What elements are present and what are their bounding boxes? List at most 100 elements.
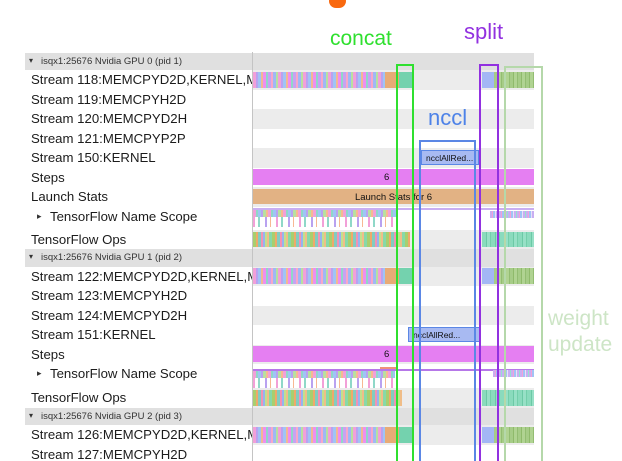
ops-bar[interactable] [253,231,410,247]
timeline-row: Steps 6 [0,344,622,364]
name-scope-right-events[interactable] [490,211,534,218]
teal-kernel-bar[interactable] [399,268,414,284]
teal-kernel-bar[interactable] [399,426,414,443]
row-track [252,305,534,325]
timeline-row: Stream 122:MEMCPYD2D,KERNEL,MI [0,266,622,286]
name-scope-tick-events [253,378,395,388]
timeline-row: Stream 127:MEMCPYH2D [0,444,622,461]
row-label: Steps [31,169,65,185]
row-label: Launch Stats [31,189,108,204]
collapse-triangle-icon[interactable]: ▾ [29,252,34,261]
collapse-triangle-icon[interactable]: ▾ [29,410,34,420]
timeline-row: Stream 120:MEMCPYD2H [0,109,622,129]
row-track [252,128,534,148]
nccl-allreduce-label: ncclAllRed... [426,153,474,163]
row-label: Stream 121:MEMCPYP2P [31,130,186,146]
orange-kernel-bar[interactable] [385,71,399,88]
timeline-row: TensorFlow Ops [0,388,622,408]
row-label: TensorFlow Ops [31,390,127,405]
timeline-row: Steps 6 [0,167,622,187]
row-label: Stream 123:MEMCPYH2D [31,288,188,303]
timeline-row: Stream 118:MEMCPYD2D,KERNEL,ME [0,70,622,90]
blue-kernel-bar[interactable] [482,71,494,88]
orange-kernel-bar[interactable] [385,268,399,284]
timeline-row: ▸ TensorFlow Name Scope [0,364,622,388]
launch-stats-label: Launch Stats for 6 [354,191,433,203]
timeline-row: Stream 119:MEMCPYH2D [0,89,622,109]
weight-update-line1: weight [548,307,609,330]
busy-bar[interactable] [253,426,385,443]
timeline-row: ▸ TensorFlow Name Scope [0,206,622,230]
name-scope-dense-events [253,210,396,217]
process-group-label: isqx1:25676 Nvidia GPU 0 (pid 1) [41,55,182,67]
ops-weight-update-bar[interactable] [482,390,534,406]
timeline-row: Stream 121:MEMCPYP2P [0,128,622,148]
row-track [252,286,534,306]
name-scope-right-events[interactable] [493,369,534,377]
name-scope-bar[interactable] [253,371,395,388]
orange-kernel-bar[interactable] [385,426,399,443]
row-label: Stream 126:MEMCPYD2D,KERNEL,MI [31,427,252,442]
row-label: Stream 151:KERNEL [31,327,156,342]
step-number-label: 6 [384,349,390,360]
busy-bar[interactable] [253,268,385,284]
teal-kernel-bar[interactable] [399,71,414,88]
row-track [252,89,534,109]
name-scope-bar[interactable] [253,210,396,227]
weight-update-annotation-label: weight update [548,306,612,358]
name-scope-span-bar[interactable] [253,207,534,210]
collapse-triangle-icon[interactable]: ▾ [29,55,34,65]
busy-bar[interactable] [253,71,385,88]
process-group-label: isqx1:25676 Nvidia GPU 1 (pid 2) [41,252,182,263]
name-scope-tick-events [253,217,396,227]
concat-annotation-box [396,64,414,461]
timeline-row: Stream 151:KERNEL ncclAllRed... [0,325,622,345]
ops-bar[interactable] [253,390,402,406]
row-label: Stream 120:MEMCPYD2H [31,111,188,126]
ops-weight-update-bar[interactable] [482,231,534,247]
sidebar-trace-splitter[interactable] [252,52,253,461]
row-label: TensorFlow Name Scope [50,208,198,224]
timeline-row: Stream 124:MEMCPYD2H [0,305,622,325]
step-number-label: 6 [384,172,390,183]
expand-triangle-icon[interactable]: ▸ [37,210,42,221]
blue-kernel-bar[interactable] [482,268,494,284]
row-track [252,444,534,461]
process-group-label: isqx1:25676 Nvidia GPU 2 (pid 3) [41,410,182,422]
row-track [252,109,534,129]
process-group-header[interactable]: ▾ isqx1:25676 Nvidia GPU 1 (pid 2) [25,249,534,267]
row-label: Steps [31,346,65,362]
timeline-row: Stream 123:MEMCPYH2D [0,286,622,306]
blue-kernel-bar[interactable] [482,426,494,443]
nccl-allreduce-label: ncclAllRed... [413,330,461,340]
row-label: TensorFlow Ops [31,231,127,247]
process-group-header[interactable]: ▾ isqx1:25676 Nvidia GPU 2 (pid 3) [25,407,534,425]
cropped-title-text-fragment [329,0,346,8]
concat-annotation-label: concat [330,27,392,50]
timeline-row: Launch Stats Launch Stats for 6 [0,187,622,207]
split-annotation-label: split [464,19,504,44]
launch-stats-bar[interactable]: Launch Stats for 6 [253,189,534,204]
nccl-annotation-box [419,140,476,461]
row-label: Stream 150:KERNEL [31,150,156,165]
weight-update-annotation-box [504,66,543,461]
expand-triangle-icon[interactable]: ▸ [37,368,42,378]
timeline-row: Stream 150:KERNEL ncclAllRed... [0,148,622,168]
row-label: Stream 127:MEMCPYH2D [31,446,188,461]
row-label: Stream 122:MEMCPYD2D,KERNEL,MI [31,268,252,284]
weight-update-bar[interactable] [493,268,534,284]
name-scope-dense-events [253,371,395,378]
nccl-allreduce-bar[interactable]: ncclAllRed... [421,149,479,165]
process-group-header[interactable]: ▾ isqx1:25676 Nvidia GPU 0 (pid 1) [25,52,534,70]
row-label: Stream 118:MEMCPYD2D,KERNEL,ME [31,72,252,87]
name-scope-orange-event[interactable] [380,366,396,370]
nccl-annotation-label: nccl [428,105,468,130]
row-label: Stream 124:MEMCPYD2H [31,307,188,323]
weight-update-bar[interactable] [493,426,534,443]
row-label: TensorFlow Name Scope [50,366,198,381]
name-scope-span-bar[interactable] [253,369,534,371]
timeline-row: TensorFlow Ops [0,229,622,249]
weight-update-line2: update [548,333,613,356]
weight-update-bar[interactable] [493,71,534,88]
